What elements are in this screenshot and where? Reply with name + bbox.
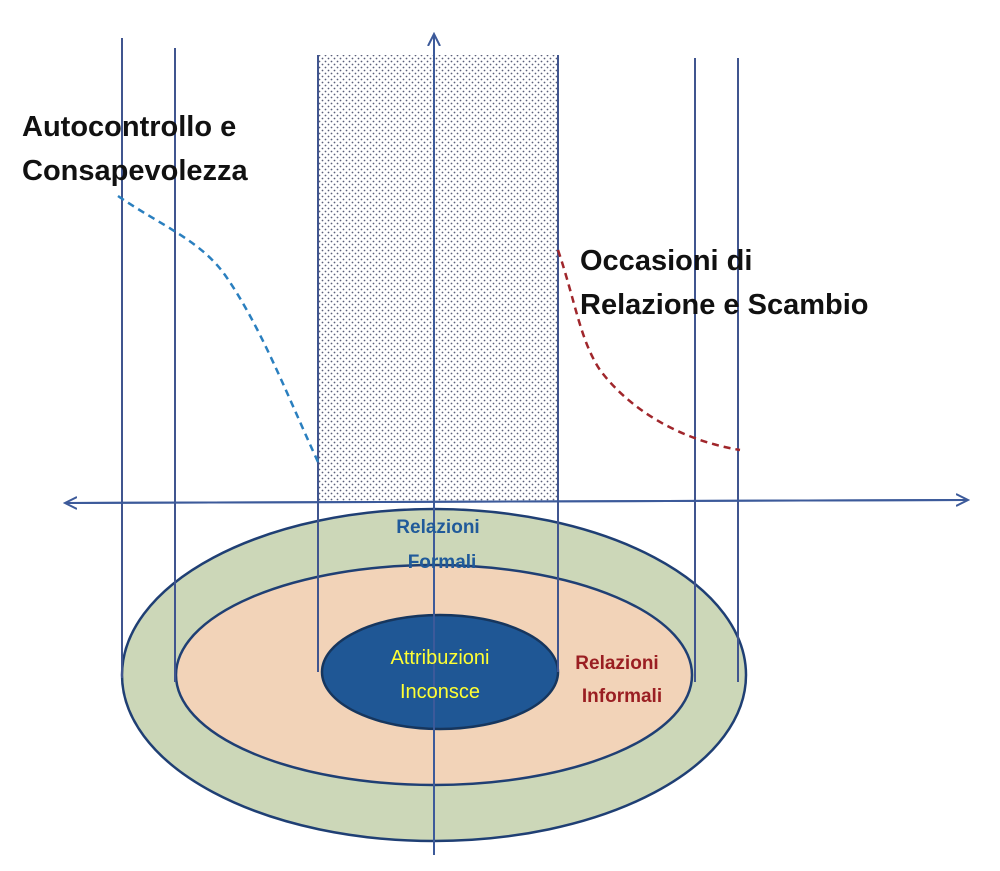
label-self-control-line1: Autocontrollo e (22, 111, 236, 143)
label-relationship-opportunities-line2: Relazione e Scambio (580, 289, 869, 321)
label-self-control-line2: Consapevolezza (22, 155, 248, 187)
right-dashed-curve (556, 249, 741, 452)
label-informal-relations-line1: Relazioni (575, 653, 658, 674)
label-formal-relations-line1: Relazioni (396, 517, 479, 538)
label-relationship-opportunities-line1: Occasioni di (580, 245, 752, 277)
label-unconscious-attributions-line2: Inconsce (400, 681, 480, 703)
label-informal-relations-line2: Informali (582, 686, 662, 707)
vertical-lines (121, 38, 739, 682)
label-formal-relations-line2: Formali (408, 552, 477, 573)
dotted-column (318, 55, 558, 502)
core-ellipse-unconscious-attributions (320, 613, 560, 731)
label-unconscious-attributions-line1: Attribuzioni (391, 647, 490, 669)
horizontal-axis-left-arrow (67, 500, 967, 503)
left-dashed-curve (117, 194, 320, 463)
